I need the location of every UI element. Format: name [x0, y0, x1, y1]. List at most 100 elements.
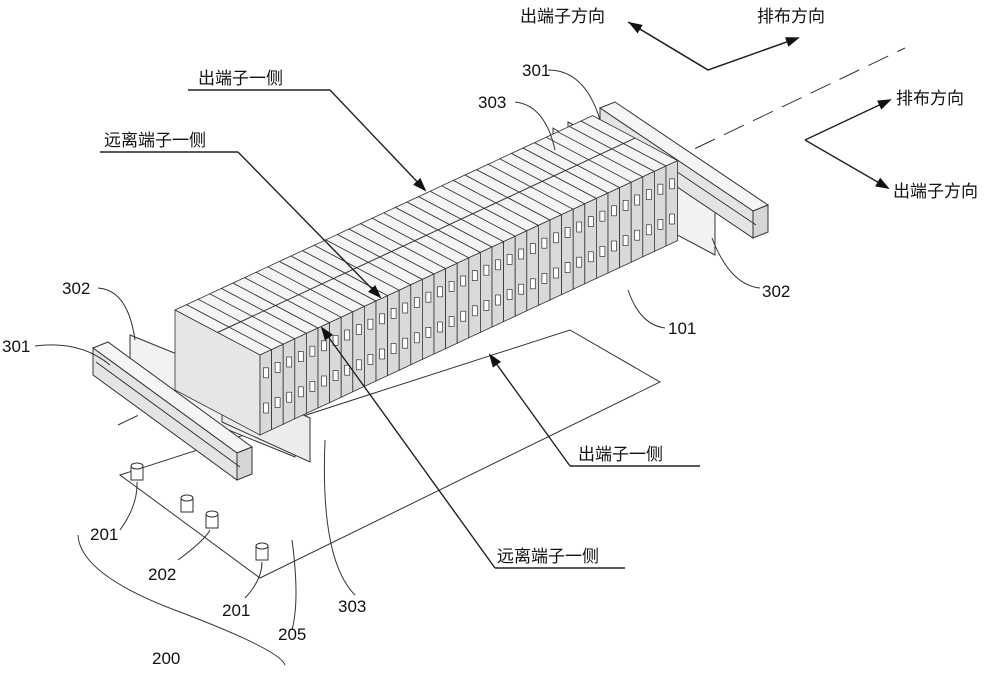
cell-front-face — [538, 219, 551, 307]
cell-terminal-window — [274, 397, 281, 408]
cell-terminal-window — [634, 194, 641, 206]
cell-front-face — [503, 235, 516, 323]
cell-front-face — [282, 338, 296, 425]
cell-terminal-window — [506, 289, 513, 300]
ref-201-a: 201 — [90, 525, 118, 544]
cell-terminal-window — [576, 221, 583, 233]
cell-terminal-window — [622, 235, 629, 246]
cell-terminal-window — [541, 273, 548, 284]
ref-200: 200 — [152, 649, 180, 668]
leader-303-bottom — [323, 439, 356, 596]
cell-terminal-window — [344, 364, 351, 376]
cell-terminal-window — [645, 224, 652, 236]
leader-303-top — [514, 101, 556, 151]
cell-front-face — [433, 267, 447, 355]
ref-202: 202 — [148, 565, 176, 584]
cell-front-face — [445, 262, 458, 350]
ref-302-right: 302 — [762, 282, 790, 301]
leader-205 — [291, 539, 297, 631]
cell-terminal-window — [495, 294, 501, 306]
brace-200 — [77, 534, 286, 666]
cell-front-face — [387, 289, 400, 377]
cell-terminal-window — [286, 356, 293, 368]
cell-terminal-window — [448, 316, 455, 327]
cell-terminal-window — [274, 362, 281, 373]
cell-terminal-window — [599, 246, 606, 257]
cell-terminal-window — [402, 337, 409, 349]
cell-terminal-window — [413, 297, 420, 308]
cell-front-face — [340, 311, 354, 398]
cell-terminal-window — [611, 205, 617, 217]
cell-terminal-window — [321, 375, 327, 387]
leader-301-left — [34, 344, 111, 366]
leader-302-right — [711, 237, 761, 289]
terminal-direction-arrow-top — [628, 21, 709, 71]
cell-front-face — [363, 300, 377, 388]
cell-terminal-window — [379, 313, 385, 325]
cell-terminal-window — [332, 370, 339, 381]
cell-front-face — [572, 203, 586, 290]
ref-201-b: 201 — [222, 601, 250, 620]
cell-front-face — [259, 348, 273, 436]
mounting-stud-b — [180, 494, 194, 513]
arrangement-direction-arrow-top — [707, 37, 800, 71]
ref-302-left: 302 — [62, 279, 90, 298]
leader-202 — [177, 529, 211, 561]
label-terminal-direction-top: 出端子方向 — [520, 7, 605, 27]
cell-terminal-window — [645, 189, 652, 200]
cell-terminal-window — [379, 348, 385, 360]
cell-front-face — [398, 284, 412, 371]
ref-301-top: 301 — [522, 61, 550, 80]
cell-front-face — [479, 246, 493, 334]
cell-front-face — [654, 165, 667, 253]
cell-terminal-window — [437, 321, 443, 333]
cell-terminal-window — [332, 335, 339, 346]
cell-terminal-window — [564, 262, 571, 273]
cell-terminal-window — [390, 308, 397, 319]
cell-front-face — [561, 208, 574, 296]
cell-front-face — [526, 224, 539, 312]
cell-terminal-window — [518, 283, 525, 295]
leader-201-a — [119, 481, 138, 531]
cell-terminal-window — [425, 327, 432, 338]
arrangement-direction-arrow-right — [804, 99, 892, 141]
cell-terminal-window — [286, 391, 293, 403]
cell-terminal-window — [587, 216, 594, 227]
cell-terminal-window — [553, 232, 559, 244]
cell-front-face — [642, 170, 655, 258]
terminal-direction-arrow-right — [804, 139, 890, 190]
cell-terminal-window — [263, 367, 269, 379]
cell-terminal-window — [390, 343, 397, 354]
cell-terminal-window — [483, 300, 490, 311]
cell-terminal-window — [587, 251, 594, 263]
cell-terminal-window — [425, 291, 432, 303]
mounting-stud-a — [130, 462, 144, 481]
cell-terminal-window — [355, 359, 362, 371]
leader-far-side-bottom — [320, 326, 496, 569]
base-plate — [118, 329, 662, 579]
cell-terminal-window — [634, 229, 641, 241]
cell-terminal-window — [564, 227, 571, 238]
cell-terminal-window — [529, 278, 536, 290]
label-far-terminal-side-bottom: 远离端子一侧 — [497, 547, 599, 567]
stack-center-groove — [217, 137, 636, 333]
cell-terminal-window — [460, 275, 467, 287]
ref-303-bottom: 303 — [338, 597, 366, 616]
label-terminal-side-bottom: 出端子一侧 — [578, 445, 663, 465]
cell-terminal-window — [309, 345, 316, 357]
cell-front-face — [549, 213, 562, 301]
cell-terminal-window — [611, 240, 617, 252]
cell-front-face — [596, 192, 609, 280]
label-terminal-side-top: 出端子一侧 — [198, 69, 283, 89]
cell-front-face — [410, 278, 423, 366]
cell-front-face — [375, 294, 389, 382]
ref-101: 101 — [668, 319, 696, 338]
cell-terminal-window — [576, 256, 583, 268]
cell-terminal-window — [471, 270, 478, 281]
mounting-stud-c — [205, 510, 219, 529]
cell-front-face — [294, 332, 307, 420]
leader-101 — [627, 289, 666, 329]
cell-terminal-window — [657, 183, 664, 195]
leader-302-left — [97, 287, 136, 341]
